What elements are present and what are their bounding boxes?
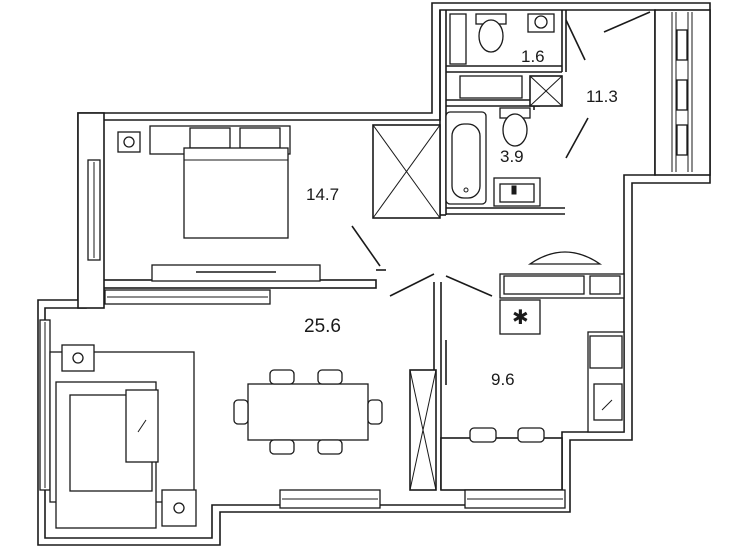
chair [367,399,383,425]
chair [269,439,295,455]
fridge [593,383,623,421]
bedroom-area: 14.7 [306,185,339,204]
chair [269,369,295,385]
chair [317,369,343,385]
bathroom-area: 3.9 [500,147,524,166]
chair [517,427,545,443]
bed [183,147,289,239]
hanger [676,79,688,111]
chair [233,399,249,425]
kitchen-area: 9.6 [491,370,515,389]
hanger [676,29,688,61]
shelf [449,13,467,65]
stove-icon [499,299,541,335]
room-labels: 1.6 11.3 3.9 14.7 25.6 9.6 [304,47,618,389]
toilet-area: 1.6 [521,47,545,66]
sink-icon [589,335,623,369]
hallway-area: 11.3 [586,87,618,106]
dining-table [247,383,369,441]
chair [469,427,497,443]
windows [39,159,566,509]
chair [317,439,343,455]
hanger [676,124,688,156]
stove-symbol-icon: ✱ [512,307,529,329]
dresser [151,264,321,282]
furniture: ✱ [49,13,688,529]
living-area: 25.6 [304,316,341,337]
doors [351,11,651,385]
washing-machine [459,75,523,99]
coffee-table [125,389,159,463]
